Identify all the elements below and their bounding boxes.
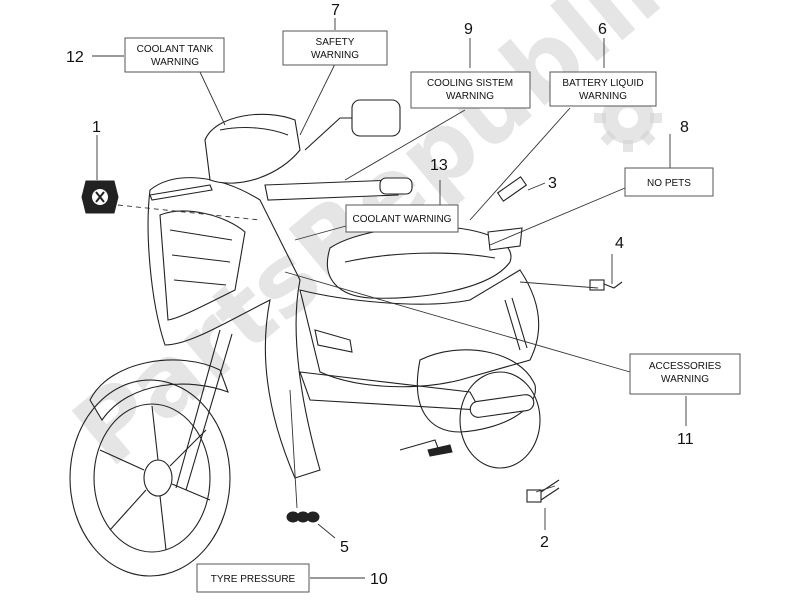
label-box	[345, 204, 459, 233]
label-line-2: WARNING	[579, 91, 627, 102]
callout-3: 3	[548, 175, 557, 192]
callout-1: 1	[92, 119, 101, 136]
clip-icon	[589, 279, 623, 291]
callout-number: 4	[615, 235, 624, 252]
callout-11: 11 ACCESSORIES WARNING	[629, 353, 741, 448]
engine	[416, 349, 536, 433]
label-line-1: BATTERY LIQUID	[562, 78, 643, 89]
windscreen	[204, 113, 301, 184]
callout-number: 2	[540, 534, 549, 551]
callout-number: 5	[340, 539, 349, 556]
front-shield	[147, 177, 321, 479]
label-line-2: WARNING	[311, 50, 359, 61]
label-line-2: WARNING	[446, 91, 494, 102]
scooter-drawing	[69, 99, 541, 577]
rear-shock	[504, 297, 528, 351]
callout-12: 12 COOLANT TANK WARNING	[66, 37, 225, 73]
rivet-icon	[526, 479, 560, 503]
rear-body	[299, 269, 540, 388]
callout-13: 13 COOLANT WARNING	[345, 157, 459, 233]
front-rim	[93, 403, 211, 553]
seat	[326, 226, 512, 299]
callout-number: 10	[370, 571, 388, 588]
callout-number: 6	[598, 21, 607, 38]
stand-pad	[427, 444, 453, 457]
callout-number: 11	[677, 431, 694, 448]
badge-icon	[81, 180, 119, 214]
label-line-1: COOLING SISTEM	[427, 78, 513, 89]
callout-number: 13	[430, 157, 448, 174]
front-fender	[89, 359, 229, 422]
label-box	[549, 71, 657, 107]
leader-lines	[92, 18, 687, 579]
callout-4: 4	[615, 235, 624, 252]
label-line-2: WARNING	[151, 57, 199, 68]
exhaust	[469, 394, 535, 418]
side-stand	[399, 439, 439, 451]
callout-10: 10 TYRE PRESSURE	[196, 563, 388, 593]
callout-number: 12	[66, 49, 84, 66]
label-box	[624, 167, 714, 197]
label-line-1: COOLANT WARNING	[353, 214, 452, 225]
label-box	[629, 353, 741, 395]
callout-2: 2	[540, 534, 549, 551]
label-line-1: TYRE PRESSURE	[211, 574, 296, 585]
label-box	[410, 71, 531, 109]
label-line-2: WARNING	[661, 374, 709, 385]
callout-5: 5	[340, 539, 349, 556]
mirror	[351, 99, 401, 137]
label-box	[124, 37, 225, 73]
rear-tyre	[459, 371, 541, 469]
grip-right	[379, 177, 413, 195]
callout-number: 8	[680, 119, 689, 136]
handlebar	[264, 179, 399, 201]
footboard	[299, 371, 481, 411]
front-hub	[143, 459, 173, 497]
callout-number: 3	[548, 175, 557, 192]
callout-7: 7 SAFETY WARNING	[282, 2, 388, 66]
label-box	[196, 563, 310, 593]
callout-8: 8 NO PETS	[624, 119, 714, 197]
callout-number: 9	[464, 21, 473, 38]
label-line-1: COOLANT TANK	[137, 44, 214, 55]
front-fork	[175, 329, 233, 491]
label-box	[282, 30, 388, 66]
front-spokes	[99, 405, 211, 551]
callout-number: 7	[331, 2, 340, 19]
mirror-stem	[304, 117, 352, 151]
front-tyre	[69, 379, 231, 577]
label-plate-icon	[496, 176, 528, 202]
parts	[81, 176, 623, 523]
label-line-1: ACCESSORIES	[649, 361, 722, 372]
callout-9: 9 COOLING SISTEM WARNING	[410, 21, 531, 109]
callout-6: 6 BATTERY LIQUID WARNING	[549, 21, 657, 107]
callout-number: 1	[92, 119, 101, 136]
lever-left	[149, 184, 213, 201]
emblem-icon	[286, 511, 320, 523]
label-line-1: SAFETY	[316, 37, 355, 48]
front-grille	[159, 210, 246, 321]
label-line-1: NO PETS	[647, 178, 691, 189]
